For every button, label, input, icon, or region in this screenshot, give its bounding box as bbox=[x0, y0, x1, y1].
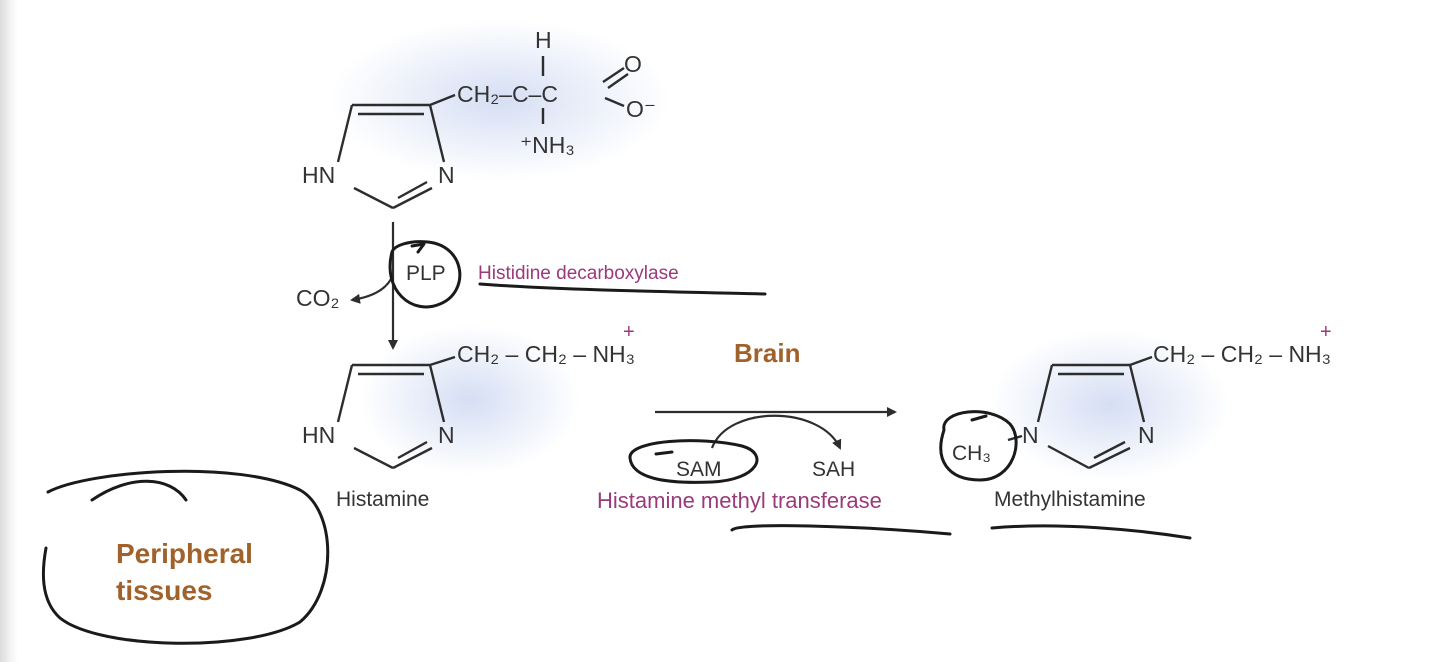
ring-bond bbox=[1128, 364, 1146, 423]
ring-double-bond bbox=[1093, 440, 1126, 460]
co2-label: CO₂ bbox=[296, 285, 339, 311]
carbonyl-double-bond bbox=[607, 73, 629, 89]
ring-substituent-bond bbox=[1129, 355, 1153, 367]
ring-bond bbox=[336, 104, 354, 163]
methylhistamine-structure: N N CH₃ CH₂ – CH₂ – NH₃ + Methylhistamin… bbox=[939, 321, 1332, 540]
histidine-o: O bbox=[624, 51, 642, 77]
methylhistamine-name: Methylhistamine bbox=[994, 488, 1146, 511]
enzyme-underline-annotation bbox=[478, 282, 767, 296]
tissues-label: tissues bbox=[116, 575, 213, 606]
ring-substituent-bond bbox=[429, 355, 456, 367]
left-page-edge bbox=[0, 0, 18, 662]
histamine-methyl-transferase-label: Histamine methyl transferase bbox=[597, 488, 882, 513]
histidine-decarboxylase-label: Histidine decarboxylase bbox=[478, 263, 679, 284]
methylhistamine-n1: N bbox=[1022, 422, 1039, 448]
ring-bond bbox=[392, 186, 433, 210]
histidine-glow bbox=[330, 20, 670, 180]
histamine-n: N bbox=[438, 422, 455, 448]
methylhistamine-glow bbox=[990, 330, 1230, 480]
ring-bond bbox=[353, 446, 394, 470]
methylhistamine-side-chain: CH₂ – CH₂ – NH₃ bbox=[1153, 341, 1331, 367]
histamine-name: Histamine bbox=[336, 488, 429, 511]
carbonyl-bond bbox=[602, 67, 625, 83]
histamine-plus-charge: + bbox=[623, 321, 635, 343]
histamine-side-chain: CH₂ – CH₂ – NH₃ bbox=[457, 341, 635, 367]
brain-label: Brain bbox=[734, 338, 800, 368]
methyl-group-label: CH₃ bbox=[952, 442, 991, 465]
methyl-circle-annotation bbox=[939, 410, 1018, 482]
methylhistamine-n: N bbox=[1138, 422, 1155, 448]
peripheral-tissues-circle-annotation bbox=[41, 469, 330, 645]
carboxylate-bond bbox=[604, 96, 625, 108]
histidine-hn: HN bbox=[302, 162, 335, 188]
plp-circle-annotation bbox=[388, 240, 462, 309]
ring-bond bbox=[336, 364, 354, 423]
ring-bond bbox=[428, 104, 446, 163]
co2-release-arrow bbox=[350, 274, 395, 304]
histidine-side-chain: CH₂–C–C bbox=[457, 81, 558, 107]
histidine-amine: ⁺NH₃ bbox=[520, 132, 575, 158]
histidine-structure: HN N CH₂–C–C H ⁺NH₃ O O⁻ bbox=[302, 27, 656, 210]
ring-double-bond bbox=[397, 180, 428, 200]
histidine-o-minus: O⁻ bbox=[626, 96, 656, 122]
ring-bond bbox=[428, 364, 446, 423]
transferase-underline-annotation bbox=[730, 524, 952, 536]
ring-bond bbox=[1036, 364, 1054, 423]
sam-label: SAM bbox=[676, 458, 722, 481]
sam-tick-annotation bbox=[654, 450, 674, 456]
ring-bond bbox=[1088, 446, 1131, 470]
plp-tick-annotation bbox=[410, 242, 426, 254]
histamine-structure: HN N CH₂ – CH₂ – NH₃ + Histamine bbox=[302, 321, 635, 511]
histamine-glow bbox=[360, 325, 580, 475]
methylhistamine-plus-charge: + bbox=[1320, 321, 1332, 343]
ring-substituent-bond bbox=[429, 93, 456, 107]
histidine-n: N bbox=[438, 162, 455, 188]
ring-bond bbox=[1047, 444, 1090, 470]
plp-label: PLP bbox=[406, 262, 446, 285]
histamine-hn: HN bbox=[302, 422, 335, 448]
ring-double-bond bbox=[397, 440, 428, 460]
peripheral-label: Peripheral bbox=[116, 538, 253, 569]
ring-bond bbox=[353, 186, 394, 210]
sam-circle-annotation bbox=[628, 439, 759, 484]
methyl-tick-annotation bbox=[970, 414, 988, 422]
histidine-h: H bbox=[535, 27, 552, 53]
sah-label: SAH bbox=[812, 458, 855, 481]
methylhistamine-underline-annotation bbox=[990, 524, 1192, 540]
peripheral-tissues-scribble-annotation bbox=[90, 479, 188, 502]
sam-to-sah-arrow bbox=[710, 414, 842, 450]
ring-bond bbox=[392, 446, 433, 470]
